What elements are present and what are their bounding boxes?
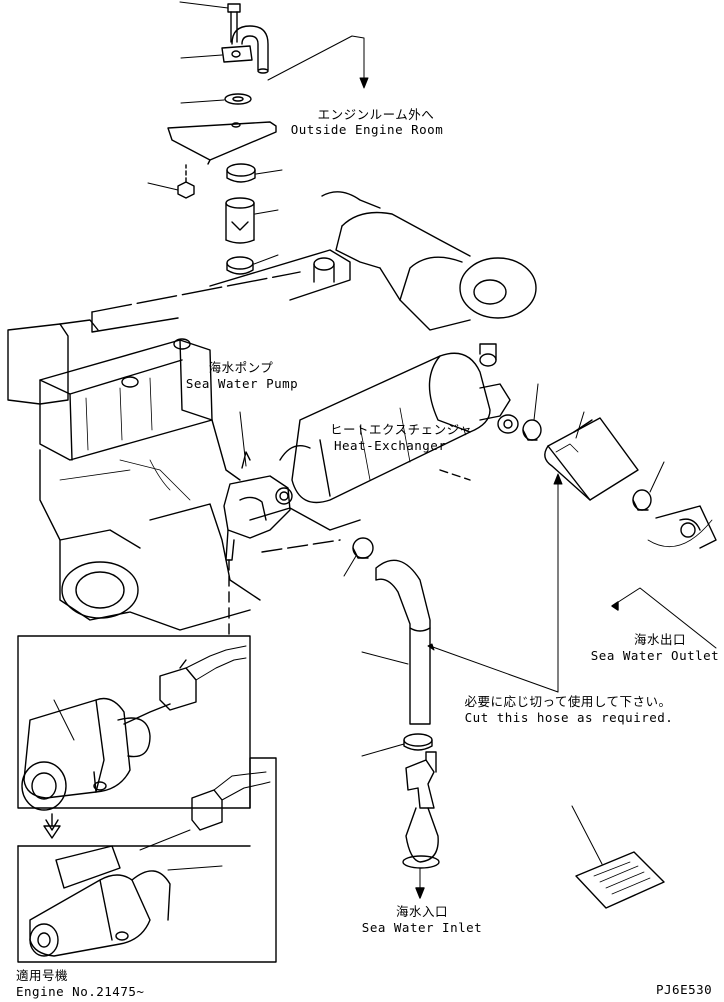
sea-water-pump-drawing xyxy=(223,411,293,641)
applicable-engine-number: Engine No.21475~ xyxy=(16,984,145,999)
short-hose xyxy=(225,197,255,244)
hose-note-jp: 必要に応じ切って使用して下さい。 xyxy=(464,694,672,709)
sea-water-pump-en: Sea Water Pump xyxy=(185,376,299,391)
note-arrows xyxy=(427,473,563,693)
engine-block xyxy=(7,191,537,631)
bolt xyxy=(227,3,241,43)
sea-water-inlet-strainer xyxy=(402,751,440,899)
mounting-plate xyxy=(167,121,277,165)
gasket xyxy=(224,93,252,105)
sea-water-inlet-jp: 海水入口 xyxy=(395,904,448,919)
sea-water-inlet-en: Sea Water Inlet xyxy=(361,920,483,935)
drawing-code: PJ6E530 xyxy=(656,982,713,997)
inlet-clamp xyxy=(361,733,433,757)
elbow-fitting xyxy=(221,25,269,74)
outside-engine-room-jp: エンジンルーム外へ xyxy=(317,107,435,122)
outlet-clamps-and-hose xyxy=(522,383,717,649)
inset-box-old-pump xyxy=(17,635,251,811)
heat-exchanger-jp: ヒートエクスチェンジャ xyxy=(330,422,473,437)
leader-lines xyxy=(147,1,369,265)
manual-sheet xyxy=(571,805,665,909)
heat-exchanger-en: Heat-Exchanger xyxy=(334,438,447,453)
inlet-hose xyxy=(343,537,431,725)
heat-exchanger-drawing xyxy=(279,343,519,504)
applicable-jp: 適用号機 xyxy=(16,968,69,983)
sea-water-outlet-en: Sea Water Outlet xyxy=(590,648,720,663)
inset-box-new-pump xyxy=(17,757,277,963)
hose-clamp-lower xyxy=(226,256,254,275)
hose-note-en: Cut this hose as required. xyxy=(464,710,674,725)
sea-water-pump-jp: 海水ポンプ xyxy=(208,360,274,375)
change-arrow xyxy=(43,813,61,839)
hose-clamp-upper xyxy=(226,163,256,183)
sea-water-outlet-jp: 海水出口 xyxy=(633,632,686,647)
nut xyxy=(177,164,195,199)
outside-engine-room-en: Outside Engine Room xyxy=(290,122,444,137)
